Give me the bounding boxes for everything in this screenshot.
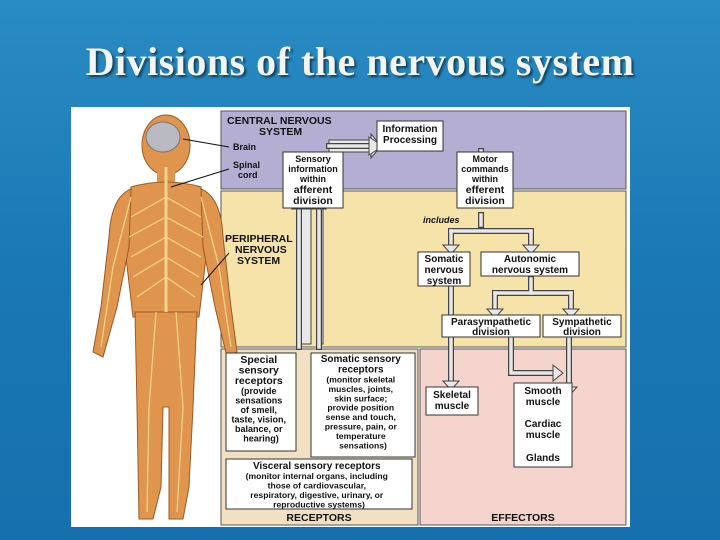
parasympathetic-box [441,314,541,338]
glands-text: Glands [526,453,560,464]
brain-label: Brain [233,142,256,152]
receptors-label: RECEPTORS [286,512,351,524]
slide-title: Divisions of the nervous system [85,39,635,84]
visceral-receptors-text: Visceral sensory receptors (monitor inte… [246,456,393,510]
autonomic-ns-box [480,251,580,277]
info-processing-box [376,120,444,152]
visceral-receptors-box [225,458,413,510]
sympathetic-box [542,314,622,338]
somatic-receptors-text: Somatic sensory receptors (monitor skele… [321,349,406,450]
special-receptors-box [225,352,297,452]
somatic-ns-box [417,251,471,287]
human-body-figure [92,114,238,520]
efferent-division-box [456,151,514,209]
afferent-division-box [282,151,344,209]
somatic-receptors-box [310,352,416,458]
special-receptors-text: Special sensory receptors (provide sensa… [232,350,291,444]
skeletal-muscle-box [425,386,479,416]
effectors-label: EFFECTORS [491,512,554,524]
smooth-effectors-box [513,382,573,468]
includes-label: includes [423,215,460,225]
